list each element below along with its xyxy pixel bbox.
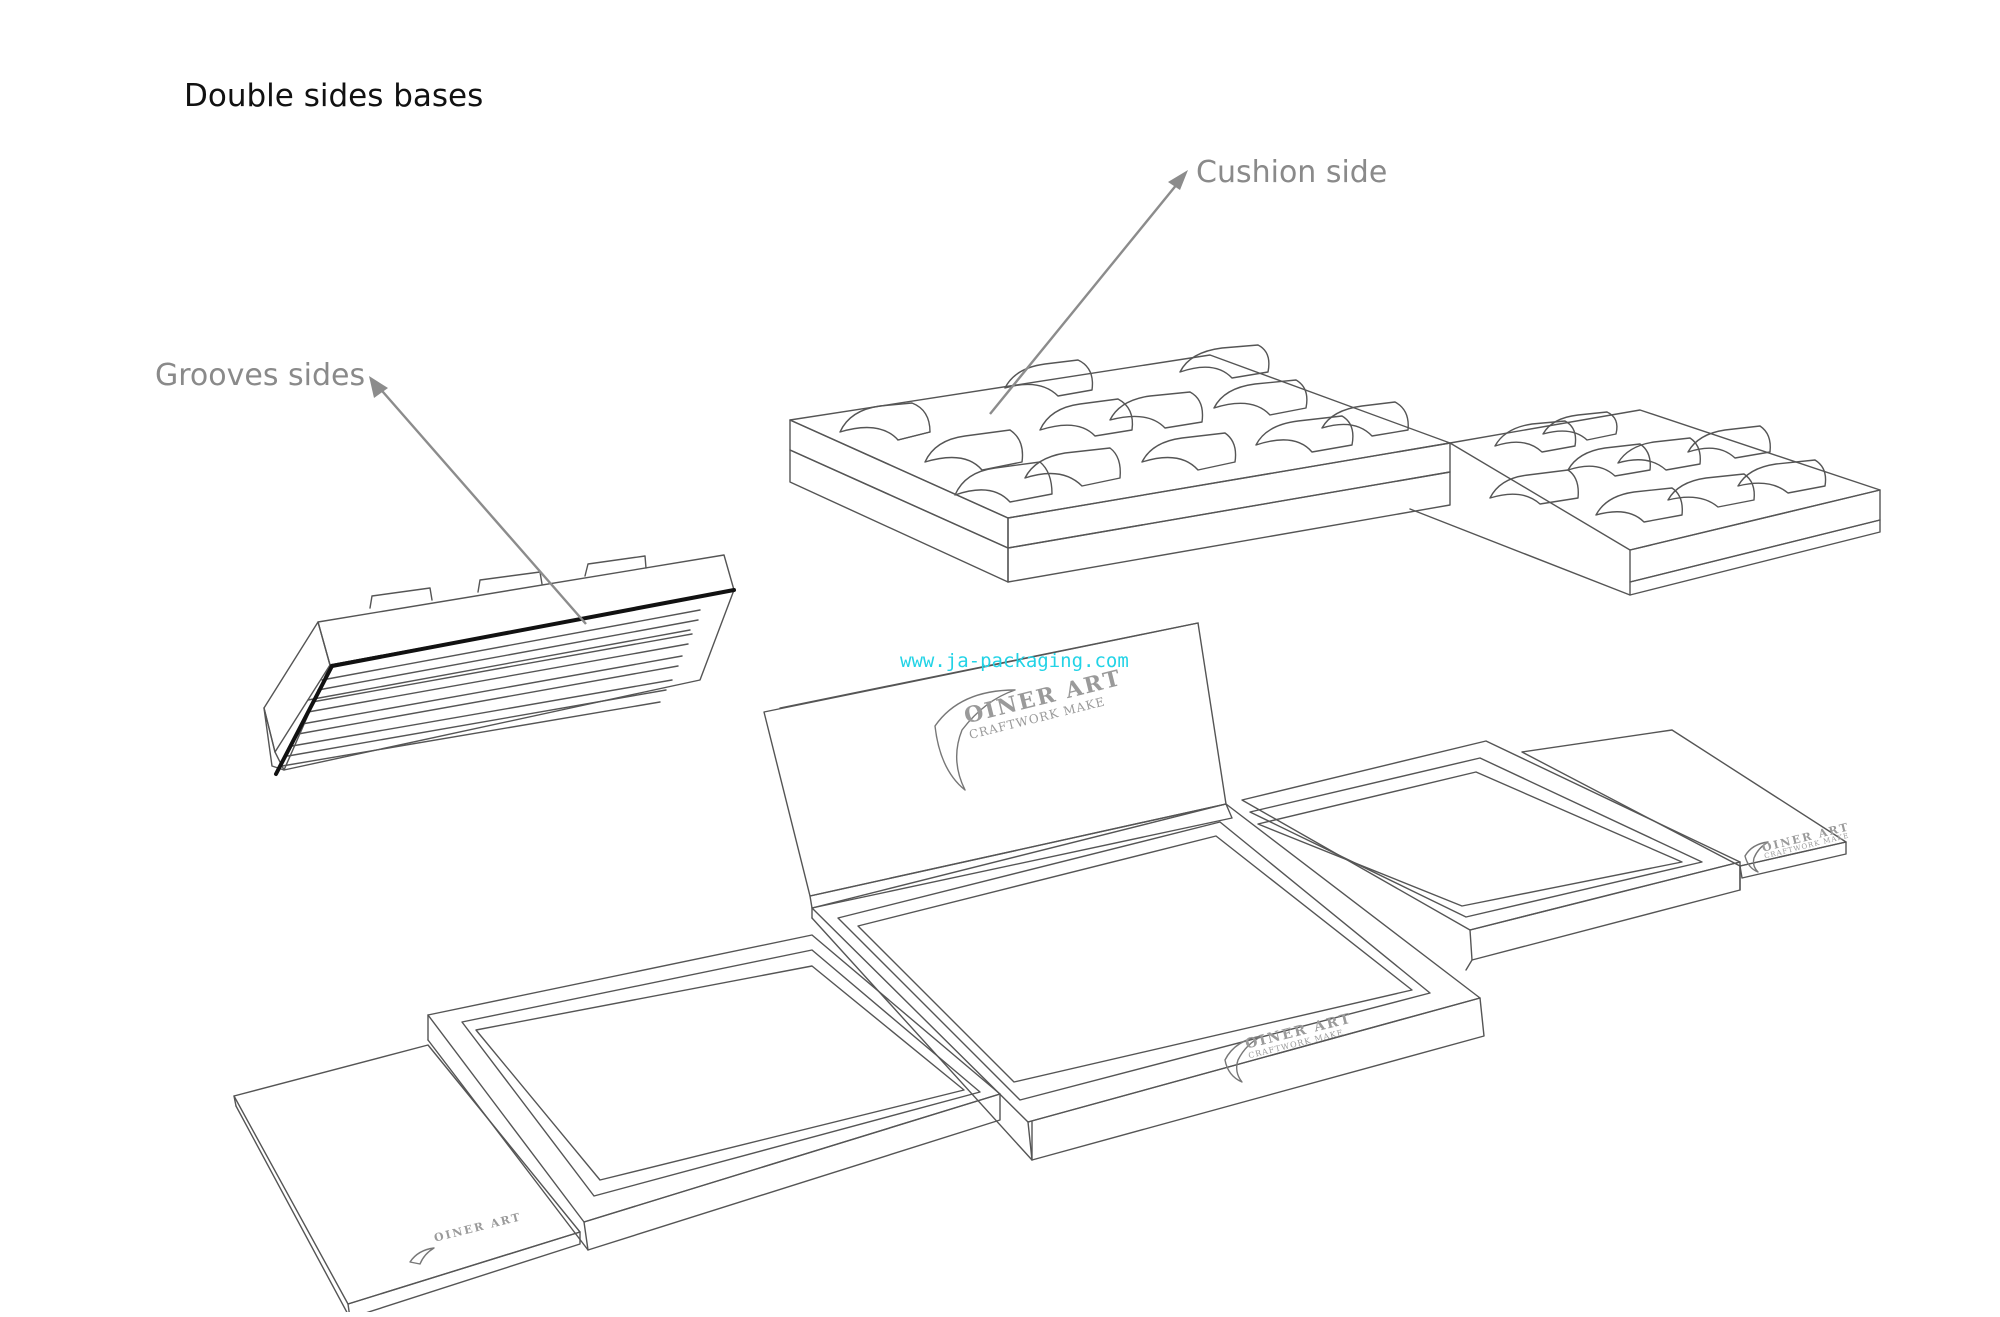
cushion-pads-large	[839, 344, 1409, 503]
cushion-pads-small	[1489, 411, 1827, 523]
cushion-tray-small	[1409, 409, 1881, 596]
right-slide-panel	[1521, 729, 1847, 891]
logo-swoosh-icon	[934, 689, 1016, 791]
grooves-board	[263, 554, 735, 771]
watermark: www.ja-packaging.com	[900, 650, 1129, 672]
logo-swoosh-icon	[409, 1247, 435, 1265]
center-box	[811, 803, 1485, 1161]
grooves-edge-highlight	[330, 588, 736, 668]
grooves-sides-label: Grooves sides	[155, 358, 366, 393]
diagram-title: Double sides bases	[184, 78, 484, 114]
left-slide-panel	[233, 1044, 581, 1317]
cushion-side-label: Cushion side	[1196, 155, 1388, 190]
left-tray	[427, 934, 1001, 1251]
grooves-arrow	[369, 376, 587, 625]
grooves-side-highlight	[274, 664, 334, 776]
logo-swoosh-icon	[1744, 841, 1769, 873]
cushion-arrow	[989, 170, 1188, 415]
logo-swoosh-icon	[1224, 1035, 1263, 1083]
right-tray	[1241, 740, 1741, 971]
